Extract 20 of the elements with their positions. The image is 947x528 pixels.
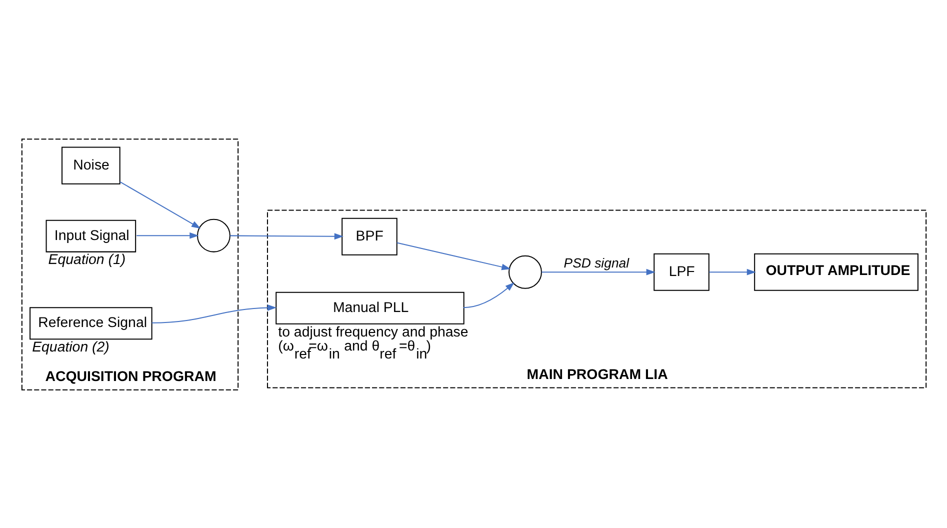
- arrow: [396, 242, 510, 270]
- edge-label: PSD signal: [563, 254, 629, 270]
- node-circle: [196, 218, 230, 252]
- arrow: [708, 268, 756, 275]
- node-label: Equation (2): [32, 338, 109, 355]
- node-circle: [508, 254, 542, 288]
- arrow: [230, 232, 343, 240]
- arrow: [541, 268, 655, 275]
- arrow: [119, 180, 200, 228]
- node-box: BPF: [341, 217, 397, 255]
- node-box: Reference Signal: [29, 306, 152, 340]
- node-box: Input Signal: [45, 219, 136, 252]
- node-box: Manual PLL: [275, 291, 464, 324]
- node-box: LPF: [653, 252, 709, 290]
- arrow: [151, 304, 276, 323]
- arrow: [136, 232, 198, 238]
- node-label: Equation (1): [48, 252, 126, 268]
- node-box: OUTPUT AMPLITUDE: [754, 252, 918, 290]
- node-box: Noise: [61, 146, 120, 184]
- arrow: [462, 282, 514, 308]
